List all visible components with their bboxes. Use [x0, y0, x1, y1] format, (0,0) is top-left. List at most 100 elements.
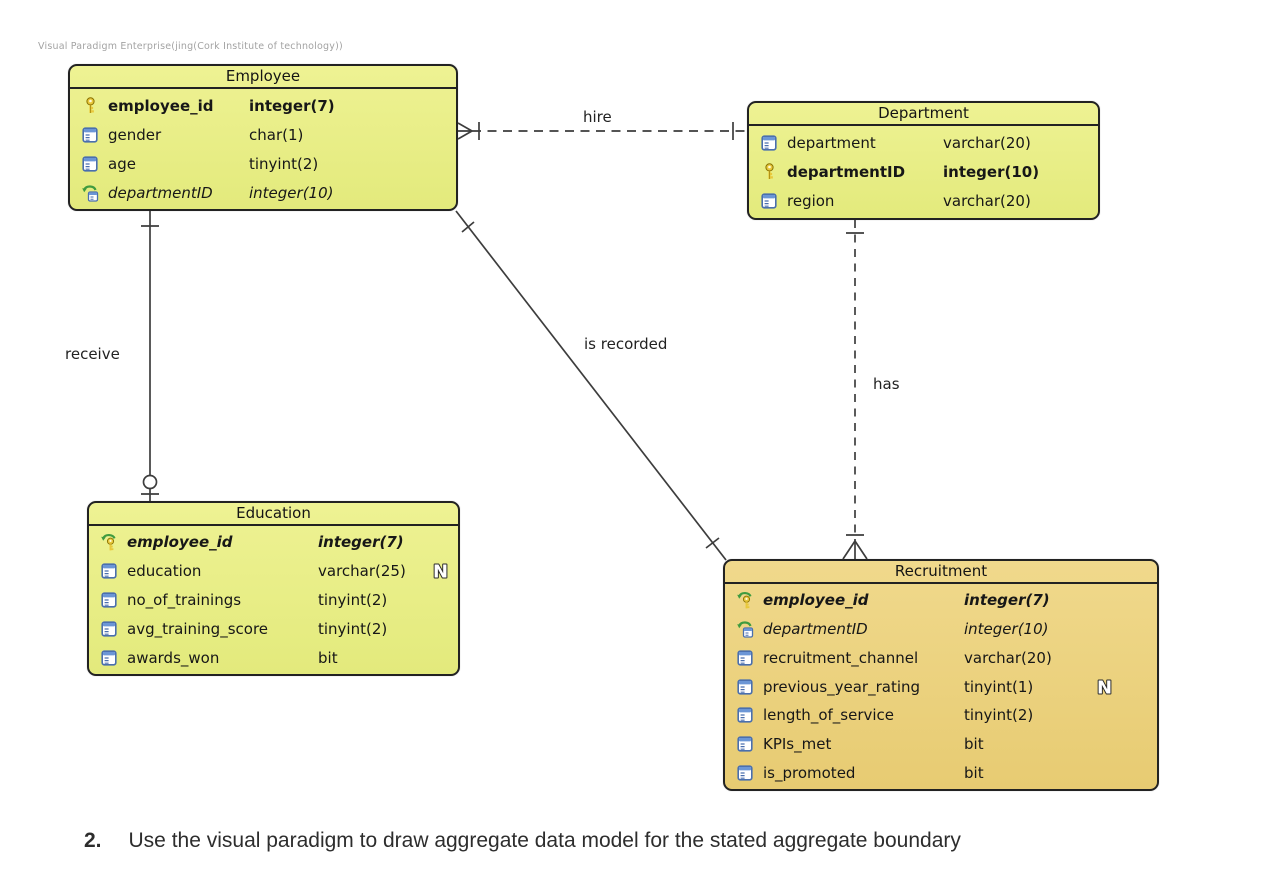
entity-columns: employee_id integer(7) gender char(1) age t… — [70, 89, 456, 209]
column-name: previous_year_rating — [763, 677, 921, 696]
entity-education: Education employee_id integer(7) educatio… — [87, 501, 460, 676]
entity-column-row: departmentID integer(10) — [70, 178, 456, 207]
svg-text:N: N — [1097, 677, 1112, 698]
entity-title: Department — [749, 103, 1098, 126]
column-name: age — [108, 154, 136, 173]
column-type: tinyint(2) — [318, 619, 388, 638]
column-name: length_of_service — [763, 706, 895, 725]
column-type: bit — [964, 734, 984, 753]
column-icon — [736, 678, 754, 696]
svg-text:N: N — [433, 562, 448, 583]
entity-column-row: age tinyint(2) — [70, 149, 456, 178]
column-name: departmentID — [108, 183, 213, 202]
entity-column-row: is_promoted bit — [725, 758, 1157, 787]
column-type: bit — [318, 648, 338, 667]
column-type: integer(10) — [943, 162, 1040, 181]
column-name: avg_training_score — [127, 619, 269, 638]
question-number: 2. — [84, 829, 102, 852]
entity-column-row: length_of_service tinyint(2) — [725, 701, 1157, 730]
entity-columns: department varchar(20) departmentID intege… — [749, 126, 1098, 218]
entity-column-row: gender char(1) — [70, 120, 456, 149]
entity-columns: employee_id integer(7) education varchar(2… — [89, 526, 458, 674]
column-name: recruitment_channel — [763, 648, 919, 667]
column-type: integer(7) — [318, 533, 404, 552]
entity-column-row: departmentID integer(10) — [725, 615, 1157, 644]
entity-employee: Employee employee_id integer(7) gender cha… — [68, 64, 458, 211]
entity-title: Recruitment — [725, 561, 1157, 584]
entity-column-row: employee_id integer(7) — [725, 586, 1157, 615]
column-type: char(1) — [249, 125, 304, 144]
column-type: tinyint(2) — [318, 590, 388, 609]
column-name: KPIs_met — [763, 734, 832, 753]
column-icon — [760, 192, 778, 210]
column-name: is_promoted — [763, 763, 856, 782]
column-icon — [100, 591, 118, 609]
column-name: gender — [108, 125, 162, 144]
column-name: department — [787, 133, 876, 152]
column-icon — [736, 649, 754, 667]
entity-column-row: KPIs_met bit — [725, 730, 1157, 759]
column-type: integer(10) — [249, 183, 334, 202]
primary-key-icon — [760, 163, 778, 181]
entity-column-row: previous_year_rating tinyint(1) N — [725, 672, 1157, 701]
entity-title: Education — [89, 503, 458, 526]
relationship-label-is-recorded: is recorded — [582, 335, 670, 353]
column-type: varchar(20) — [943, 133, 1031, 152]
column-name: departmentID — [763, 620, 868, 639]
entity-department: Department department varchar(20) departm… — [747, 101, 1100, 220]
entity-title: Employee — [70, 66, 456, 89]
relationship-label-hire: hire — [581, 108, 614, 126]
column-type: tinyint(2) — [964, 706, 1034, 725]
relationship-receive-line — [141, 211, 159, 501]
foreign-key-icon — [736, 620, 754, 638]
column-icon — [736, 764, 754, 782]
column-name: region — [787, 192, 835, 211]
primary-foreign-key-icon — [736, 591, 754, 609]
foreign-key-icon — [81, 184, 99, 202]
entity-column-row: departmentID integer(10) — [749, 157, 1098, 186]
column-name: employee_id — [763, 591, 869, 610]
column-type: tinyint(1) — [964, 677, 1034, 696]
column-type: varchar(20) — [964, 648, 1052, 667]
column-icon — [760, 134, 778, 152]
question-caption: 2. Use the visual paradigm to draw aggre… — [84, 829, 961, 853]
relationship-has-line — [842, 220, 868, 560]
column-icon — [736, 735, 754, 753]
relationship-is-recorded-line — [455, 210, 727, 561]
primary-key-icon — [81, 97, 99, 115]
column-type: tinyint(2) — [249, 154, 319, 173]
column-name: education — [127, 562, 202, 581]
entity-recruitment: Recruitment employee_id integer(7) depart… — [723, 559, 1159, 791]
column-icon — [100, 562, 118, 580]
entity-column-row: recruitment_channel varchar(20) — [725, 643, 1157, 672]
entity-column-row: employee_id integer(7) — [89, 528, 458, 557]
column-name: departmentID — [787, 162, 906, 181]
column-type: integer(10) — [964, 620, 1049, 639]
entity-column-row: region varchar(20) — [749, 187, 1098, 216]
entity-column-row: employee_id integer(7) — [70, 91, 456, 120]
column-icon — [100, 620, 118, 638]
entity-column-row: education varchar(25) N — [89, 557, 458, 586]
nullable-icon: N — [1094, 675, 1115, 699]
column-name: employee_id — [108, 96, 214, 115]
entity-columns: employee_id integer(7) departmentID intege… — [725, 584, 1157, 789]
entity-column-row: awards_won bit — [89, 643, 458, 672]
relationship-label-has: has — [871, 375, 902, 393]
column-name: employee_id — [127, 533, 233, 552]
column-icon — [100, 649, 118, 667]
relationship-label-receive: receive — [63, 345, 122, 363]
column-type: integer(7) — [964, 591, 1050, 610]
column-name: awards_won — [127, 648, 220, 667]
primary-foreign-key-icon — [100, 533, 118, 551]
question-text: Use the visual paradigm to draw aggregat… — [128, 829, 961, 852]
nullable-icon: N — [430, 559, 451, 584]
column-type: integer(7) — [249, 96, 335, 115]
column-icon — [81, 126, 99, 144]
column-type: bit — [964, 763, 984, 782]
column-icon — [81, 155, 99, 173]
column-type: varchar(20) — [943, 192, 1031, 211]
column-type: varchar(25) — [318, 562, 406, 581]
entity-column-row: avg_training_score tinyint(2) — [89, 614, 458, 643]
entity-column-row: department varchar(20) — [749, 128, 1098, 157]
